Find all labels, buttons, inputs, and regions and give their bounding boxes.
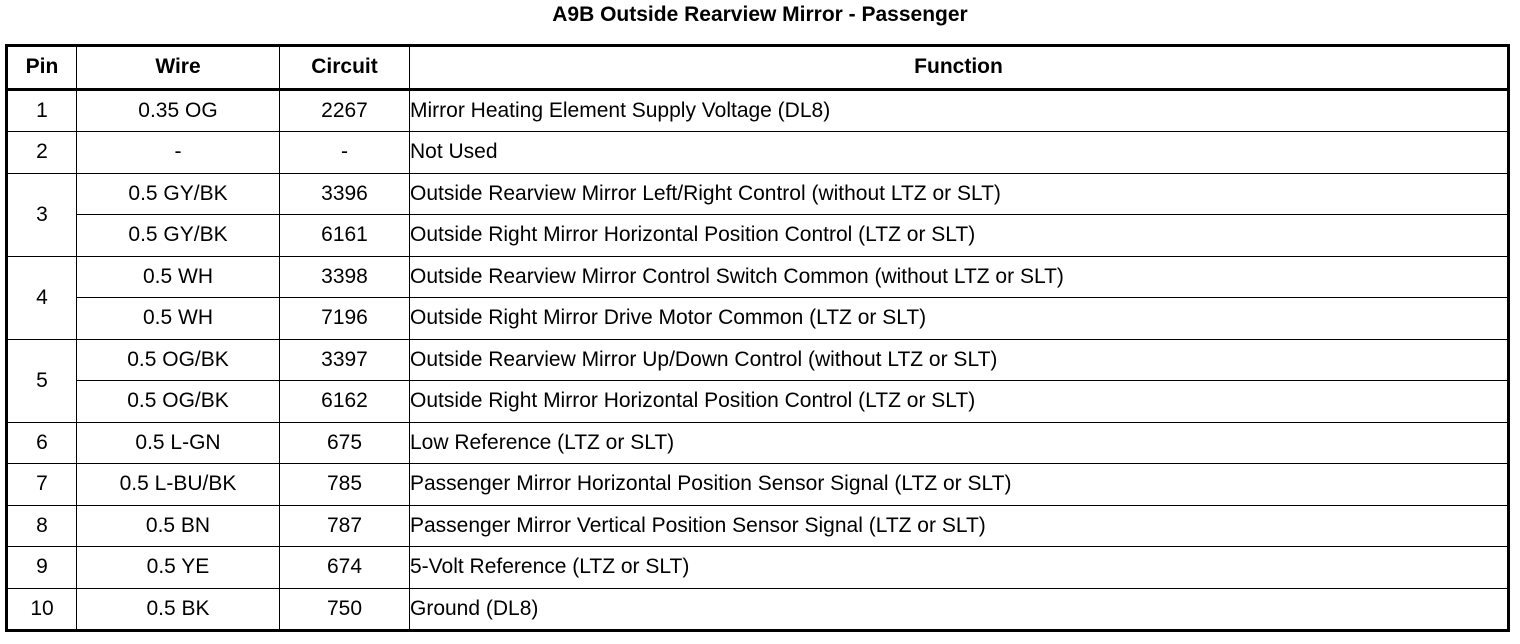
table-row: 7 0.5 L-BU/BK 785 Passenger Mirror Horiz… <box>6 463 1509 506</box>
function-cell: Low Reference (LTZ or SLT) <box>409 421 1509 464</box>
circuit-cell: 675 <box>279 421 410 464</box>
circuit-cell: - <box>279 131 410 174</box>
wire-cell: 0.35 OG <box>76 88 280 132</box>
table-row: 5 0.5 OG/BK 3397 Outside Rearview Mirror… <box>6 338 1509 423</box>
document-title: A9B Outside Rearview Mirror - Passenger <box>552 3 968 26</box>
wire-cell: 0.5 BK <box>76 587 280 631</box>
function-cell: Not Used <box>409 131 1509 174</box>
table-row: 10 0.5 BK 750 Ground (DL8) <box>6 587 1509 631</box>
wire-cell: - <box>76 131 280 174</box>
table-row: 4 0.5 WH 3398 Outside Rearview Mirror Co… <box>6 255 1509 340</box>
wire-cell: 0.5 GY/BK <box>76 214 280 257</box>
header-circuit: Circuit <box>279 45 410 90</box>
wire-cell: 0.5 GY/BK <box>76 172 280 215</box>
table-row: 6 0.5 L-GN 675 Low Reference (LTZ or SLT… <box>6 421 1509 464</box>
wire-cell: 0.5 WH <box>76 255 280 298</box>
header-wire: Wire <box>76 45 280 90</box>
pin-cell: 4 <box>6 255 77 340</box>
function-cell: Outside Right Mirror Horizontal Position… <box>409 380 1509 423</box>
pin-cell: 10 <box>6 587 77 631</box>
pin-cell: 1 <box>6 88 77 132</box>
function-cell: Passenger Mirror Horizontal Position Sen… <box>409 463 1509 506</box>
pin-cell: 7 <box>6 463 77 506</box>
function-cell: Outside Rearview Mirror Control Switch C… <box>409 255 1509 298</box>
table-row: 0.5 OG/BK 6162 Outside Right Mirror Hori… <box>7 380 1509 423</box>
function-cell: Outside Rearview Mirror Up/Down Control … <box>409 338 1509 381</box>
table-row: 3 0.5 GY/BK 3396 Outside Rearview Mirror… <box>6 172 1509 257</box>
function-cell: 5-Volt Reference (LTZ or SLT) <box>409 546 1509 589</box>
function-cell: Ground (DL8) <box>409 587 1509 631</box>
function-cell: Outside Right Mirror Drive Motor Common … <box>409 297 1509 340</box>
table-header-row: Pin Wire Circuit Function <box>6 45 1509 90</box>
function-cell: Outside Rearview Mirror Left/Right Contr… <box>409 172 1509 215</box>
pin-cell: 5 <box>6 338 77 423</box>
circuit-cell: 7196 <box>279 297 410 340</box>
wire-cell: 0.5 YE <box>76 546 280 589</box>
wire-cell: 0.5 L-GN <box>76 421 280 464</box>
wire-cell: 0.5 OG/BK <box>76 338 280 381</box>
table-row: 0.5 GY/BK 6161 Outside Right Mirror Hori… <box>7 214 1509 257</box>
circuit-cell: 3397 <box>279 338 410 381</box>
wire-cell: 0.5 L-BU/BK <box>76 463 280 506</box>
pin-cell: 3 <box>6 172 77 257</box>
header-pin: Pin <box>6 45 77 90</box>
wire-cell: 0.5 BN <box>76 504 280 547</box>
wire-cell: 0.5 WH <box>76 297 280 340</box>
table-row: 9 0.5 YE 674 5-Volt Reference (LTZ or SL… <box>6 546 1509 589</box>
circuit-cell: 3396 <box>279 172 410 215</box>
circuit-cell: 6162 <box>279 380 410 423</box>
function-cell: Outside Right Mirror Horizontal Position… <box>409 214 1509 257</box>
pin-cell: 9 <box>6 546 77 589</box>
circuit-cell: 2267 <box>279 88 410 132</box>
circuit-cell: 785 <box>279 463 410 506</box>
pin-cell: 2 <box>6 131 77 174</box>
function-cell: Mirror Heating Element Supply Voltage (D… <box>409 88 1509 132</box>
connector-pinout-table: Pin Wire Circuit Function 1 0.35 OG 2267… <box>5 44 1510 632</box>
pin-cell: 8 <box>6 504 77 547</box>
table-row: 0.5 WH 7196 Outside Right Mirror Drive M… <box>7 297 1509 340</box>
header-function: Function <box>409 45 1509 90</box>
circuit-cell: 3398 <box>279 255 410 298</box>
wire-cell: 0.5 OG/BK <box>76 380 280 423</box>
circuit-cell: 787 <box>279 504 410 547</box>
table-row: 2 - - Not Used <box>6 131 1509 174</box>
table-row: 1 0.35 OG 2267 Mirror Heating Element Su… <box>6 88 1509 132</box>
circuit-cell: 674 <box>279 546 410 589</box>
circuit-cell: 750 <box>279 587 410 631</box>
pin-cell: 6 <box>6 421 77 464</box>
table-row: 8 0.5 BN 787 Passenger Mirror Vertical P… <box>6 504 1509 547</box>
function-cell: Passenger Mirror Vertical Position Senso… <box>409 504 1509 547</box>
circuit-cell: 6161 <box>279 214 410 257</box>
